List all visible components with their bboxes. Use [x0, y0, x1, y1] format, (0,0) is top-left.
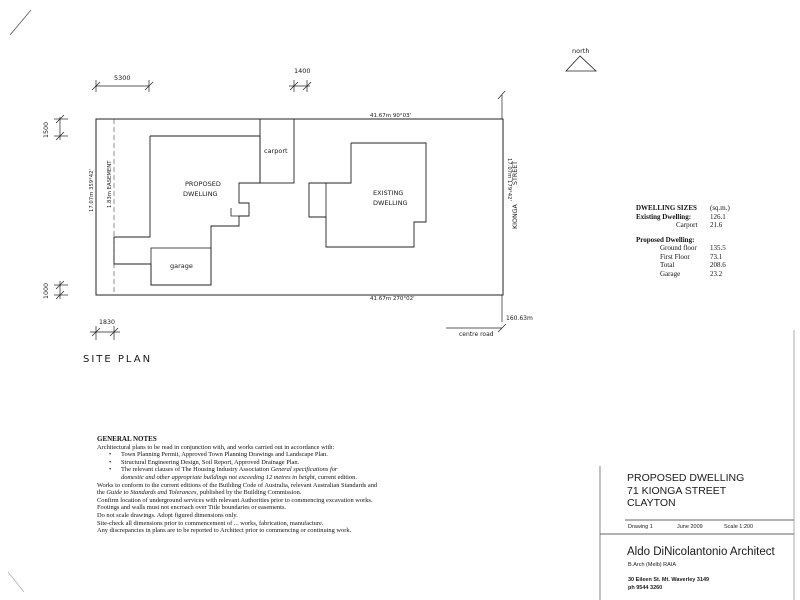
centre-road-distance: 160.63m — [506, 315, 533, 322]
general-notes-heading: GENERAL NOTES — [97, 435, 157, 443]
ground-floor-label: Ground floor — [660, 244, 697, 252]
general-notes-bullet-2: Structural Engineering Design, Soil Repo… — [109, 459, 407, 467]
north-label: north — [572, 47, 589, 55]
general-notes-bullet-1: Town Planning Permit, Approved Town Plan… — [109, 451, 407, 459]
dimension-1830 — [90, 326, 120, 340]
dimension-1000 — [54, 280, 68, 300]
ground-floor-value: 135.5 — [710, 244, 726, 252]
line-b-part-3: published by the Building Commission. — [198, 489, 302, 497]
proposed-dwelling-heading: Proposed Dwelling: — [636, 235, 695, 244]
existing-dwelling-label-1: EXISTING — [373, 189, 403, 197]
site-plan-title: SITE PLAN — [83, 354, 152, 365]
bullet-3-text-a: The relevant clauses of The Housing Indu… — [121, 466, 271, 474]
line-b-part-1: the — [97, 489, 107, 497]
general-notes-line-c: Confirm location of underground services… — [97, 496, 373, 504]
carport-outline — [259, 118, 295, 184]
dimension-1400 — [289, 80, 312, 92]
carport-size-value: 21.6 — [710, 221, 723, 229]
north-east-corner-tick — [497, 90, 506, 100]
corner-mark-bottom-left — [7, 571, 25, 593]
existing-dwelling-heading: Existing Dwelling: — [636, 212, 692, 221]
drawing-number: Drawing 1 — [628, 524, 653, 530]
carport-label: carport — [264, 147, 288, 155]
proposed-dwelling-label-1: PROPOSED — [185, 180, 221, 188]
project-title-line-3: CLAYTON — [627, 497, 676, 509]
general-notes-line-f: Site-check all dimensions prior to comme… — [97, 519, 324, 527]
street-label-2: STREET — [512, 161, 519, 185]
easement-label: 1.83m EASEMENT — [107, 160, 113, 208]
general-notes-bullet-3: The relevant clauses of The Housing Indu… — [109, 466, 407, 481]
north-arrow: north — [565, 47, 598, 72]
general-notes-line-g: Any discrepancies in plans are to be rep… — [97, 527, 352, 535]
architect-qualifications: B.Arch (Melb) RAIA — [628, 562, 676, 568]
dimension-1400-label: 1400 — [294, 67, 311, 75]
dimension-1830-label: 1830 — [99, 319, 115, 326]
garage-outline — [150, 247, 212, 286]
total-label: Total — [660, 261, 675, 269]
centre-road-label: centre road — [459, 331, 494, 338]
top-boundary-label: 41.67m 90°03' — [370, 113, 411, 119]
existing-dwelling-value: 126.1 — [710, 212, 726, 221]
dimension-1000-label: 1000 — [43, 283, 50, 299]
general-notes-line-a: Works to conform to the current editions… — [97, 481, 378, 489]
total-value: 208.6 — [710, 261, 726, 269]
bullet-3-text-d: current edition. — [316, 473, 357, 481]
dimension-1500 — [54, 114, 68, 141]
corner-mark-top-left — [9, 9, 32, 36]
project-title-line-1: PROPOSED DWELLING — [627, 472, 745, 484]
general-notes-line-b: the Guide to Standards and Tolerances, p… — [97, 489, 407, 497]
property-boundary — [95, 118, 504, 296]
project-title: PROPOSED DWELLING 71 KIONGA STREET CLAYT… — [627, 472, 744, 510]
proposed-dwelling-step — [230, 208, 239, 217]
dimension-5300-label: 5300 — [114, 74, 131, 82]
existing-dwelling-label-2: DWELLING — [373, 199, 408, 207]
bottom-boundary-label: 41.67m 270°02' — [370, 296, 415, 302]
left-boundary-label: 17.07m 359°42' — [89, 169, 95, 212]
bullet-3-text-c: domestic and other appropriate buildings… — [121, 473, 317, 481]
dwelling-sizes-unit: (sq.m.) — [710, 204, 730, 212]
line-b-part-2: Guide to Standards and Tolerances, — [106, 489, 199, 497]
general-notes: GENERAL NOTES Architectural plans to be … — [97, 435, 407, 535]
architect-address: 30 Eileen St. Mt. Waverley 3149 — [628, 577, 710, 583]
dimension-1500-label: 1500 — [43, 122, 50, 138]
general-notes-list: Town Planning Permit, Approved Town Plan… — [97, 451, 407, 481]
garage-size-label: Garage — [660, 269, 681, 278]
general-notes-intro: Architectural plans to be read in conjun… — [97, 443, 335, 451]
dimension-5300 — [91, 80, 154, 92]
centre-road-line — [446, 295, 507, 333]
general-notes-line-e: Do not scale drawings. Adopt figured dim… — [97, 511, 238, 519]
proposed-dwelling-label-2: DWELLING — [183, 190, 218, 198]
general-notes-line-d: Footings and walls must not encroach ove… — [97, 504, 287, 512]
proposed-dwelling-outline — [113, 135, 261, 286]
first-floor-label: First Floor — [660, 252, 690, 261]
garage-label: garage — [170, 262, 193, 270]
carport-size-label: Carport — [676, 221, 698, 229]
architect-phone: ph 9544 3260 — [628, 585, 663, 591]
project-title-line-2: 71 KIONGA STREET — [627, 484, 727, 497]
architect-name: Aldo DiNicolantonio Architect — [627, 546, 775, 558]
existing-dwelling-outline — [308, 142, 427, 248]
garage-size-value: 23.2 — [710, 269, 723, 278]
right-boundary-label: 17.07m 179°42' — [506, 158, 512, 201]
first-floor-value: 73.1 — [710, 252, 723, 261]
drawing-scale: Scale 1:200 — [724, 524, 754, 530]
dwelling-sizes-title: DWELLING SIZES — [636, 204, 697, 212]
drawing-date: June 2009 — [677, 524, 703, 530]
street-label-1: KIONGA — [512, 203, 519, 229]
north-arrow-icon — [565, 55, 598, 72]
bullet-3-text-b: General specifications for — [270, 466, 338, 474]
